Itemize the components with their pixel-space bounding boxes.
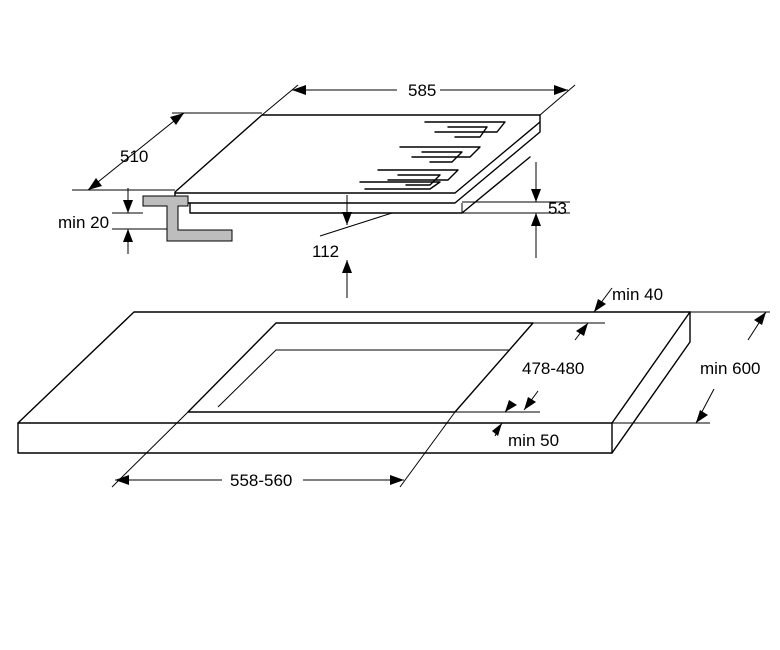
cutout-width-label: 558-560 — [230, 471, 292, 490]
dim-585: 585 — [261, 81, 576, 116]
width-label: 585 — [408, 81, 436, 100]
cutout-depth-label: 478-480 — [522, 359, 584, 378]
dim-min600: min 600 — [612, 311, 770, 424]
min-edge-label: min 20 — [58, 213, 109, 232]
dim-53: 53 — [462, 162, 570, 258]
depth-label: 510 — [120, 147, 148, 166]
mounting-bracket — [142, 195, 233, 242]
countertop-front — [17, 422, 613, 454]
dim-min40: min 40 — [533, 285, 700, 324]
min-back-label: min 40 — [612, 285, 663, 304]
control-knobs — [359, 121, 506, 190]
dim-510: 510 — [72, 112, 262, 191]
countertop-side — [611, 311, 691, 454]
countertop-drawing — [17, 311, 691, 454]
top-height-label: 53 — [548, 199, 567, 218]
min-front-label: min 50 — [508, 431, 559, 450]
counter-depth-label: min 600 — [700, 359, 760, 378]
hob-body — [174, 121, 541, 204]
dim-558-560: 558-560 — [111, 411, 456, 490]
hob-housing — [189, 156, 531, 214]
dim-112: 112 — [312, 195, 393, 298]
cutout-inner-edge — [217, 349, 510, 408]
total-height-label: 112 — [312, 242, 339, 261]
hob-drawing — [142, 114, 541, 242]
dim-min50: min 50 — [455, 400, 559, 450]
countertop-top — [17, 311, 691, 424]
countertop-cutout — [187, 322, 534, 413]
dim-min20: min 20 — [58, 188, 167, 254]
